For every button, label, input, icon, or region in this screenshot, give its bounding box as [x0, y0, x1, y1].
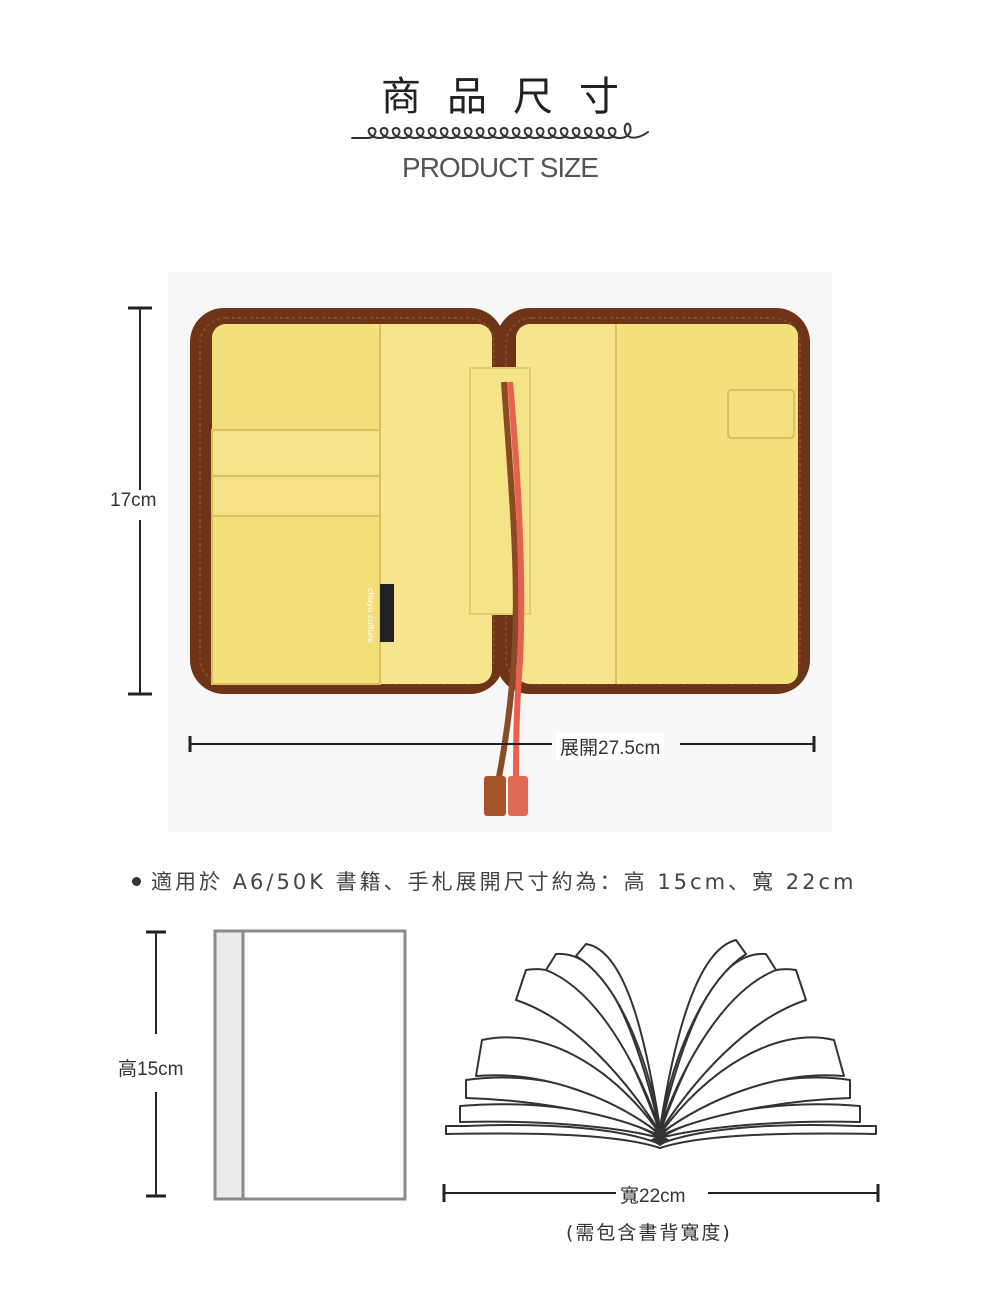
- compatibility-note-text: 適用於 A6/50K 書籍、手札展開尺寸約為：高 15cm、寬 22cm: [151, 870, 857, 894]
- closed-book-diagram: [213, 929, 407, 1201]
- open-book-illustration: [445, 939, 877, 1149]
- product-photo: [190, 308, 810, 816]
- height-dimension-label: 17cm: [110, 490, 157, 512]
- book-height-dimension-line: [146, 930, 166, 1198]
- page-title-zh: 商品尺寸: [381, 74, 645, 120]
- decorative-squiggle: [351, 122, 649, 140]
- book-height-label: 高15cm: [118, 1054, 184, 1081]
- book-width-dimension-line: [442, 1184, 880, 1202]
- width-dimension-line: [188, 736, 816, 752]
- bullet-icon: [132, 876, 141, 886]
- height-dimension-line: [128, 306, 152, 696]
- book-width-label: 寬22cm: [620, 1181, 686, 1208]
- width-dimension-label: 展開27.5cm: [556, 733, 665, 760]
- book-width-sublabel: (需包含書背寬度): [566, 1222, 732, 1244]
- page-title-en: PRODUCT SIZE: [402, 152, 599, 183]
- compatibility-note: 適用於 A6/50K 書籍、手札展開尺寸約為：高 15cm、寬 22cm: [132, 866, 856, 896]
- brand-tag-label: chuyu culture: [366, 588, 375, 643]
